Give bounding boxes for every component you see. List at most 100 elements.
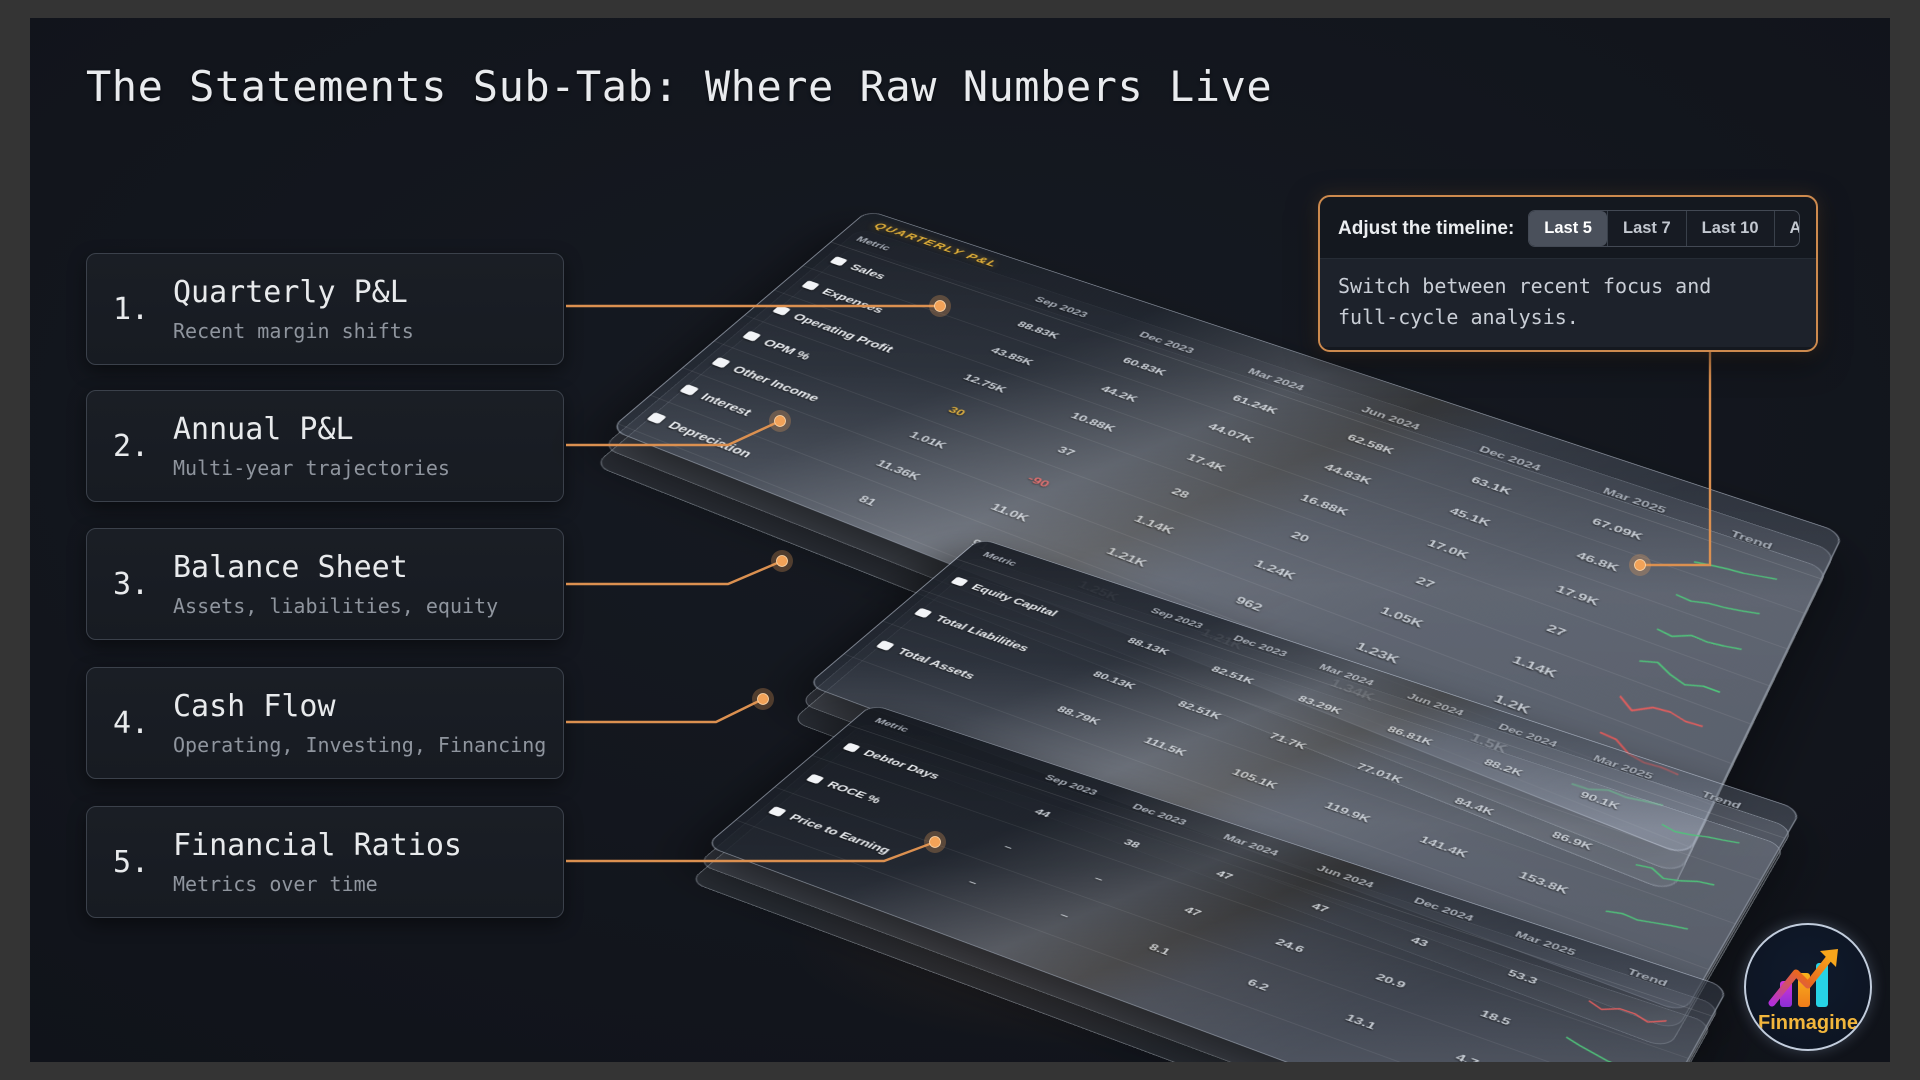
cell-value: 63.1K [1468,474,1514,497]
column-header: Dec 2024 [1411,895,1476,924]
cell-value: 53.3 [1505,967,1541,986]
row-label: Equity Capital [968,582,1061,619]
column-header: Mar 2024 [1220,832,1281,858]
cell-value: 12.75K [960,371,1010,395]
trend-cell [1578,723,1702,783]
row-checkbox[interactable] [711,356,731,369]
trend-cell [1572,988,1682,1036]
cell-value: 141.4K [1417,833,1471,860]
timeline-description: Switch between recent focus and full-cyc… [1320,258,1816,347]
row-label: Depreciation [665,419,756,460]
row-checkbox[interactable] [741,330,762,342]
cell-value: 44.83K [1321,461,1375,487]
cell-value: 47 [1181,904,1205,918]
column-header: Mar 2025 [1512,929,1578,958]
list-item-title: Cash Flow [173,688,336,724]
list-item-title: Quarterly P&L [173,274,408,310]
list-item-cash-flow: 4. Cash Flow Operating, Investing, Finan… [86,667,564,779]
connector-timeline [1640,352,1712,567]
cell-value: – [1057,909,1073,921]
list-item-balance-sheet: 3. Balance Sheet Assets, liabilities, eq… [86,528,564,640]
finmagine-chart-icon: Finmagine [1758,949,1858,1034]
connector-cashflow [566,697,764,724]
row-checkbox[interactable] [842,742,861,753]
row-label: Interest [698,390,756,418]
cell-value: 13.1 [1343,1011,1379,1032]
trend-arrowhead [1820,949,1838,967]
column-header: Sep 2023 [1148,606,1206,631]
cell-value: 88.13K [1125,635,1173,657]
cell-value: 62.58K [1344,431,1397,457]
cell-value: 105.1K [1229,766,1281,791]
trend-cell [1646,811,1755,858]
trend-sparkline [1615,690,1706,736]
stack-under-sheet [790,574,1786,1050]
cell-value: 67.09K [1590,515,1645,543]
trend-cell [1591,894,1704,945]
cell-value: 17.4K [1184,451,1229,474]
row-checkbox[interactable] [646,412,667,425]
row-checkbox[interactable] [950,576,969,587]
cell-value: 82.51K [1209,663,1258,686]
timeline-option-last-5[interactable]: Last 5 [1529,211,1607,246]
cell-value: 90.1K [1577,788,1623,812]
row-checkbox[interactable] [679,384,700,396]
row-checkbox[interactable] [771,305,792,316]
trend-sparkline [1605,899,1690,940]
cell-value: 1.14K [1510,653,1560,681]
row-label: OPM % [760,337,814,362]
column-header: Dec 2023 [1129,802,1189,827]
cell-value: 1.5K [1467,730,1510,756]
list-item-number: 5. [113,844,150,880]
trend-sparkline [1560,1034,1644,1062]
row-checkbox[interactable] [875,639,896,651]
cell-value: 16.88K [1298,491,1352,518]
cell-value: 44.07K [1205,421,1257,445]
list-item-subtitle: Multi-year trajectories [173,455,450,480]
row-checkbox[interactable] [913,607,933,618]
cell-value: -90 [1024,473,1053,490]
trend-sparkline [1635,653,1724,698]
trend-cell [1660,578,1776,630]
cell-value: 153.8K [1516,868,1572,896]
infographic-stage: The Statements Sub-Tab: Where Raw Number… [30,18,1890,1062]
cell-value: 1.05K [1377,604,1426,630]
cell-value: 77.01K [1354,760,1406,785]
cell-value: 88.83K [1014,319,1063,341]
column-header: Sep 2023 [1032,295,1091,320]
list-item-annual-pnl: 2. Annual P&L Multi-year trajectories [86,390,564,502]
timeline-description-line1: Switch between recent focus and [1338,274,1712,298]
connector-annual [566,419,781,447]
list-item-title: Financial Ratios [173,827,462,863]
cell-value: 80.13K [1090,668,1139,691]
finmagine-logo: Finmagine [1744,923,1872,1051]
column-header: Mar 2024 [1316,662,1376,688]
cell-value: 119.9K [1322,799,1374,825]
timeline-option-all[interactable]: All [1773,211,1799,246]
trend-cell [1679,545,1793,595]
row-label: Total Assets [894,646,978,682]
row-label: Operating Profit [790,311,897,355]
row-checkbox[interactable] [767,805,788,817]
trend-arrow [1768,953,1834,1007]
timeline-option-last-10[interactable]: Last 10 [1685,211,1774,246]
row-checkbox[interactable] [829,256,848,267]
cell-value: 1.34K [1327,675,1378,704]
cell-value: 60.83K [1120,355,1169,378]
cell-value: 46.8K [1574,549,1622,574]
trend-sparkline [1593,729,1685,777]
list-item-subtitle: Metrics over time [173,871,378,896]
row-checkbox[interactable] [805,773,825,784]
stack-under-sheet [688,740,1713,1062]
row-checkbox[interactable] [801,280,820,291]
stack-under-sheet [798,556,1794,1032]
connector-balance [566,559,783,586]
cell-value: 1.21K [1198,625,1247,653]
cell-value: 17.9K [1553,582,1602,609]
list-item-number: 4. [113,705,150,741]
timeline-description-line2: full-cycle analysis. [1338,305,1579,329]
trend-cell [1641,612,1759,666]
timeline-option-last-7[interactable]: Last 7 [1606,211,1686,246]
